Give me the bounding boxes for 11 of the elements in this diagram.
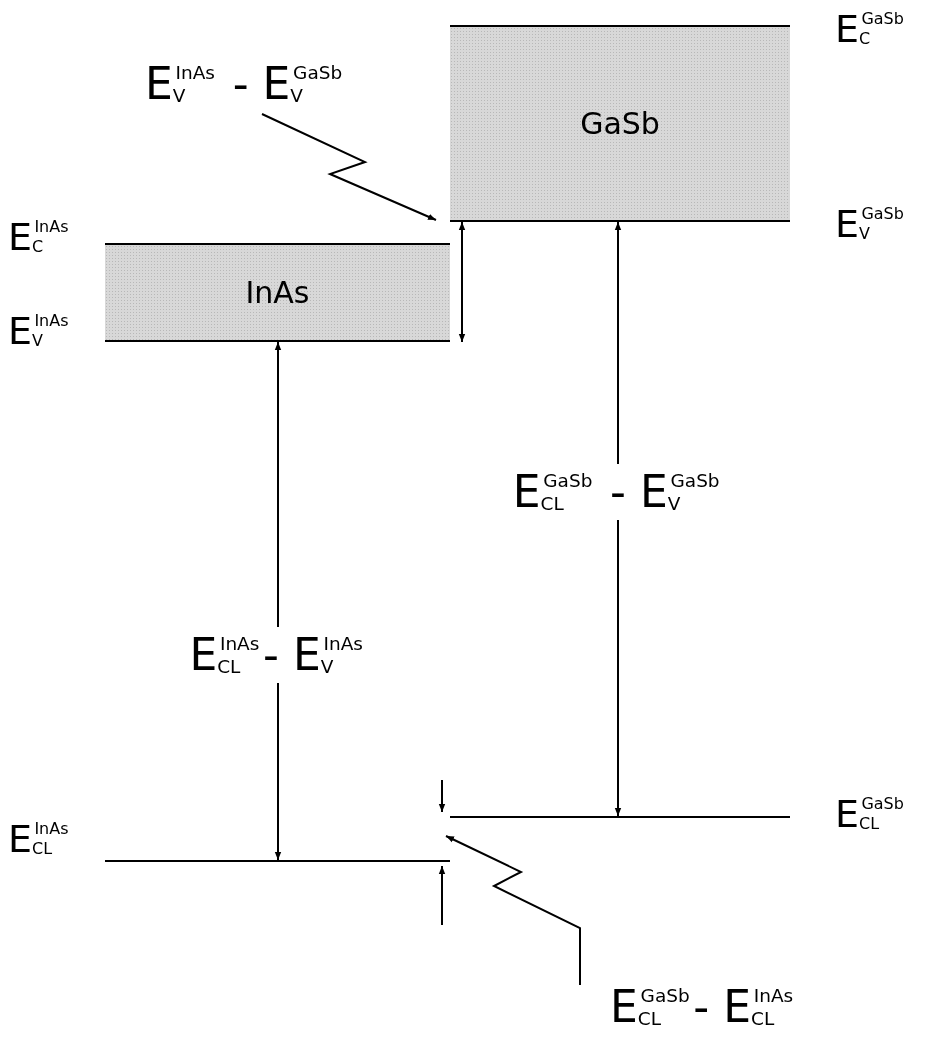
band-label: GaSb (580, 106, 660, 141)
energy-band (450, 25, 790, 222)
arrow (274, 341, 282, 861)
arrow (445, 835, 581, 986)
band-label: InAs (245, 275, 310, 310)
arrow (458, 221, 466, 343)
energy-band (105, 243, 450, 342)
energy-level-line (450, 816, 790, 818)
energy-level-line (105, 860, 450, 862)
arrow (261, 113, 437, 221)
arrow (614, 221, 622, 817)
